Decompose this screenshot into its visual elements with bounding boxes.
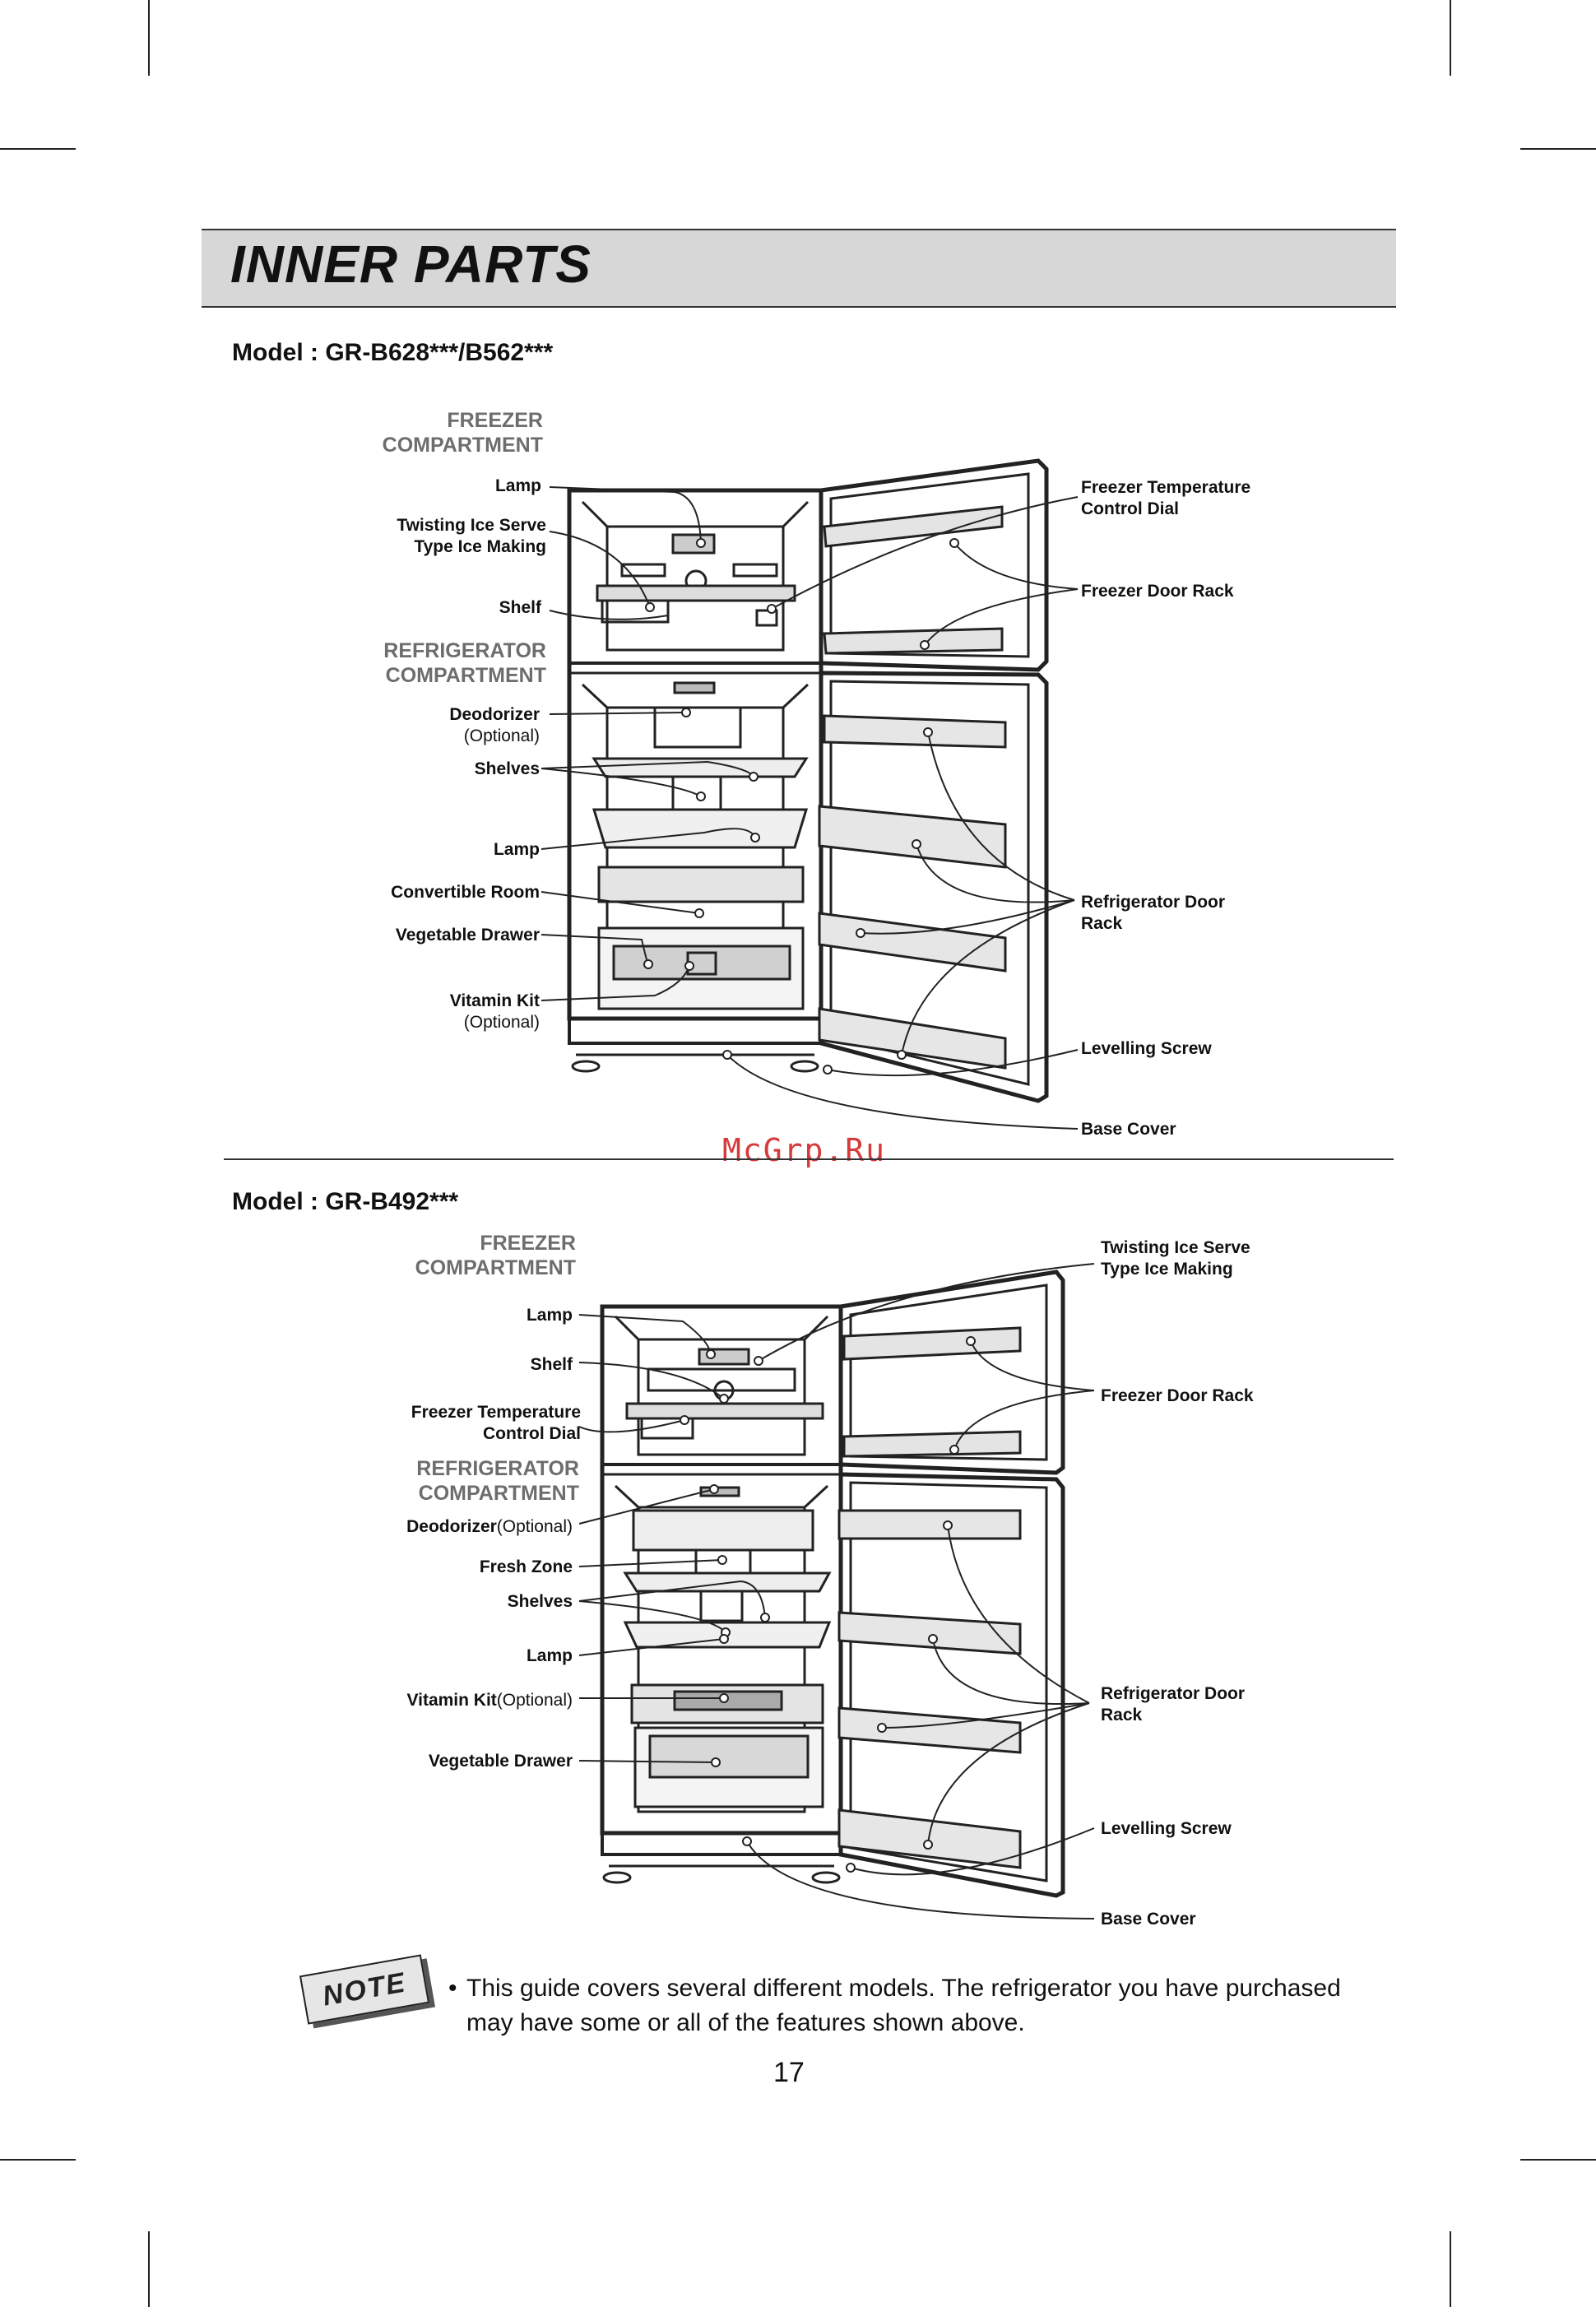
crop-mark xyxy=(0,148,76,150)
freezer-compartment-heading: FREEZER COMPARTMENT xyxy=(415,1232,576,1279)
label-levelling-screw: Levelling Screw xyxy=(1081,1039,1212,1058)
label-freezer-temp-dial: Freezer Temperature Control Dial xyxy=(411,1403,581,1443)
page-number: 17 xyxy=(773,2057,805,2088)
model1-title: Model : GR-B628***/B562*** xyxy=(232,339,554,366)
label-levelling-screw: Levelling Screw xyxy=(1101,1819,1232,1838)
label-fresh-zone: Fresh Zone xyxy=(479,1557,573,1576)
watermark: McGrp.Ru xyxy=(722,1132,887,1168)
fridge-figure-1 xyxy=(541,458,1079,1130)
label-freezer-door-rack: Freezer Door Rack xyxy=(1101,1386,1254,1405)
label-lamp: Lamp xyxy=(493,840,540,859)
label-lamp: Lamp xyxy=(526,1646,573,1665)
label-vitamin-kit: Vitamin Kit(Optional) xyxy=(406,1691,573,1710)
label-shelf: Shelf xyxy=(499,598,541,617)
label-ice-making: Twisting Ice Serve Type Ice Making xyxy=(397,516,546,556)
note-text: • This guide covers several different mo… xyxy=(448,1971,1353,2040)
label-deodorizer: Deodorizer(Optional) xyxy=(406,1517,573,1536)
label-freezer-door-rack: Freezer Door Rack xyxy=(1081,582,1234,601)
label-lamp: Lamp xyxy=(494,476,541,495)
label-lamp: Lamp xyxy=(526,1306,573,1325)
crop-mark xyxy=(1520,148,1596,150)
section-divider xyxy=(224,1158,1394,1160)
label-deodorizer: Deodorizer (Optional) xyxy=(449,705,540,745)
crop-mark xyxy=(1450,2231,1451,2307)
label-freezer-temp-dial: Freezer Temperature Control Dial xyxy=(1081,478,1251,518)
label-vitamin-kit: Vitamin Kit (Optional) xyxy=(449,991,540,1032)
crop-mark xyxy=(1450,0,1451,76)
label-shelves: Shelves xyxy=(474,759,540,778)
label-base-cover: Base Cover xyxy=(1101,1910,1196,1929)
freezer-compartment-heading: FREEZER COMPARTMENT xyxy=(382,409,543,457)
refrigerator-compartment-heading: REFRIGERATOR COMPARTMENT xyxy=(383,639,546,687)
crop-mark xyxy=(0,2159,76,2161)
header-band xyxy=(202,229,1396,308)
note-body: This guide covers several different mode… xyxy=(466,1975,1341,2036)
label-convertible-room: Convertible Room xyxy=(391,883,540,902)
crop-mark xyxy=(1520,2159,1596,2161)
label-shelves: Shelves xyxy=(507,1592,573,1611)
label-refrigerator-door-rack: Refrigerator Door Rack xyxy=(1101,1684,1246,1724)
label-shelf: Shelf xyxy=(530,1355,573,1374)
label-refrigerator-door-rack: Refrigerator Door Rack xyxy=(1081,893,1226,933)
label-base-cover: Base Cover xyxy=(1081,1120,1176,1139)
label-ice-making: Twisting Ice Serve Type Ice Making xyxy=(1101,1238,1250,1279)
model2-title: Model : GR-B492*** xyxy=(232,1188,459,1215)
crop-mark xyxy=(148,2231,150,2307)
refrigerator-compartment-heading: REFRIGERATOR COMPARTMENT xyxy=(416,1457,579,1505)
label-vegetable-drawer: Vegetable Drawer xyxy=(395,926,540,945)
label-vegetable-drawer: Vegetable Drawer xyxy=(428,1752,573,1771)
page-title: INNER PARTS xyxy=(230,234,592,294)
fridge-figure-2 xyxy=(578,1263,1095,1919)
crop-mark xyxy=(148,0,150,76)
note-bullet: • xyxy=(448,1975,457,2002)
